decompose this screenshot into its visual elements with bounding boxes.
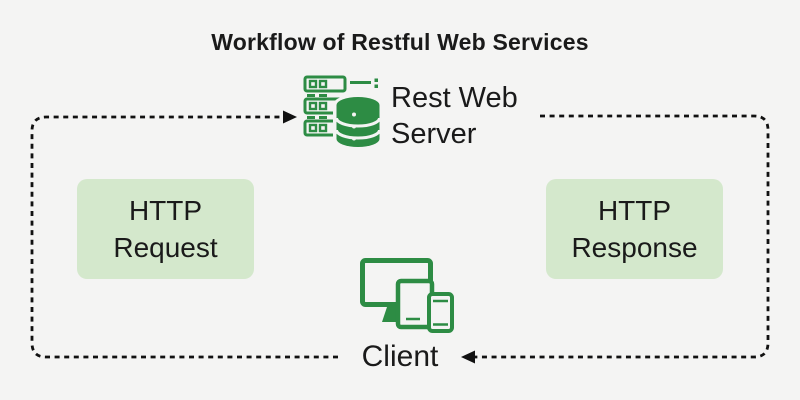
http-response-line1: HTTP — [597, 195, 672, 226]
server-label-line1: Rest Web — [391, 82, 518, 114]
response-flow-arrow — [461, 114, 770, 364]
client-devices-icon — [360, 258, 454, 333]
request-flow-arrow — [30, 110, 338, 359]
http-response-line2: Response — [571, 232, 698, 263]
client-label: Client — [361, 340, 439, 373]
client-node — [360, 258, 454, 339]
http-request-line1: HTTP — [128, 195, 203, 226]
server-label: Rest Web Server — [391, 80, 518, 152]
http-request-box: HTTP Request — [77, 179, 254, 279]
http-request-line2: Request — [113, 232, 218, 263]
arrowhead-left-icon — [461, 350, 475, 364]
http-response-box: HTTP Response — [546, 179, 723, 279]
diagram-title: Workflow of Restful Web Services — [211, 29, 589, 55]
arrowhead-right-icon — [283, 110, 297, 124]
server-label-line2: Server — [391, 118, 477, 150]
server-database-icon — [303, 75, 383, 150]
